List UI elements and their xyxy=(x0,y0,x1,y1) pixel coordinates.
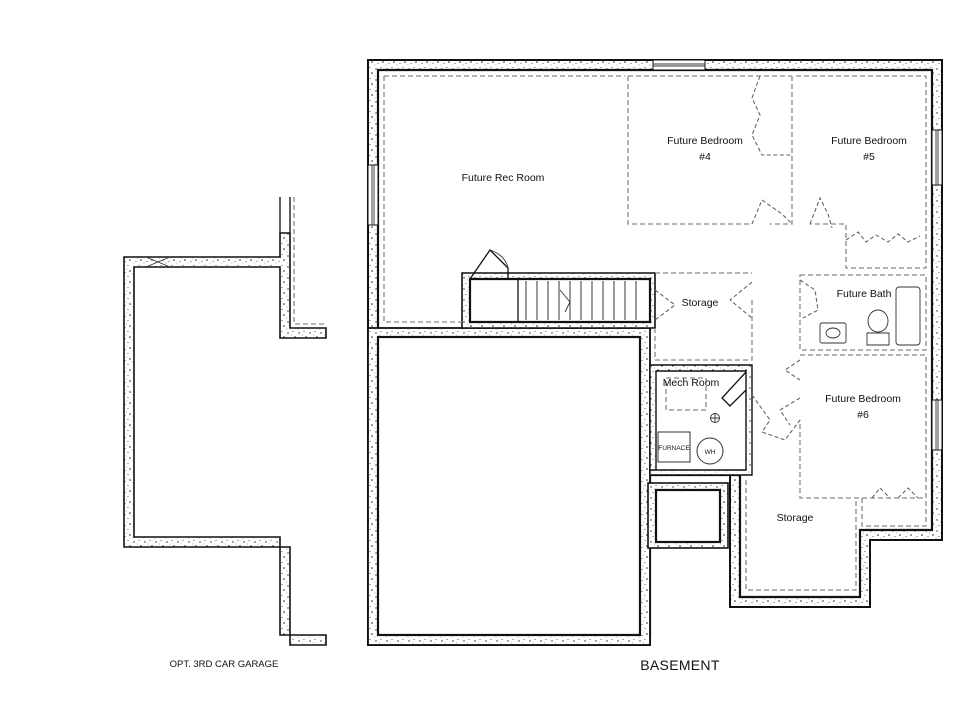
furnace-label: FURNACE xyxy=(658,445,690,452)
bedroom5-label: Future Bedroom xyxy=(831,135,907,147)
bedroom4-label: Future Bedroom xyxy=(667,135,743,147)
bedroom6-label: Future Bedroom xyxy=(825,393,901,405)
room-labels: Future Rec Room Future Bedroom #4 Future… xyxy=(170,135,908,673)
plan-title: BASEMENT xyxy=(640,657,720,673)
storage-upper-label: Storage xyxy=(682,297,719,309)
rec-room-label: Future Rec Room xyxy=(462,172,545,184)
storage-lower-label: Storage xyxy=(777,512,814,524)
stairs xyxy=(461,248,656,329)
bedroom4-number: #4 xyxy=(699,151,711,163)
bedroom5-number: #5 xyxy=(863,151,875,163)
water-heater-label: WH xyxy=(705,449,716,456)
mech-room-walls xyxy=(649,364,753,476)
future-room-outlines xyxy=(383,75,927,591)
garage-caption: OPT. 3RD CAR GARAGE xyxy=(170,659,279,670)
crawl-space xyxy=(647,482,729,549)
mech-room-label: Mech Room xyxy=(663,377,720,389)
garage-slab-area xyxy=(367,327,651,646)
garage-foundation xyxy=(123,197,327,646)
bedroom6-number: #6 xyxy=(857,409,869,421)
bath-label: Future Bath xyxy=(837,288,892,300)
